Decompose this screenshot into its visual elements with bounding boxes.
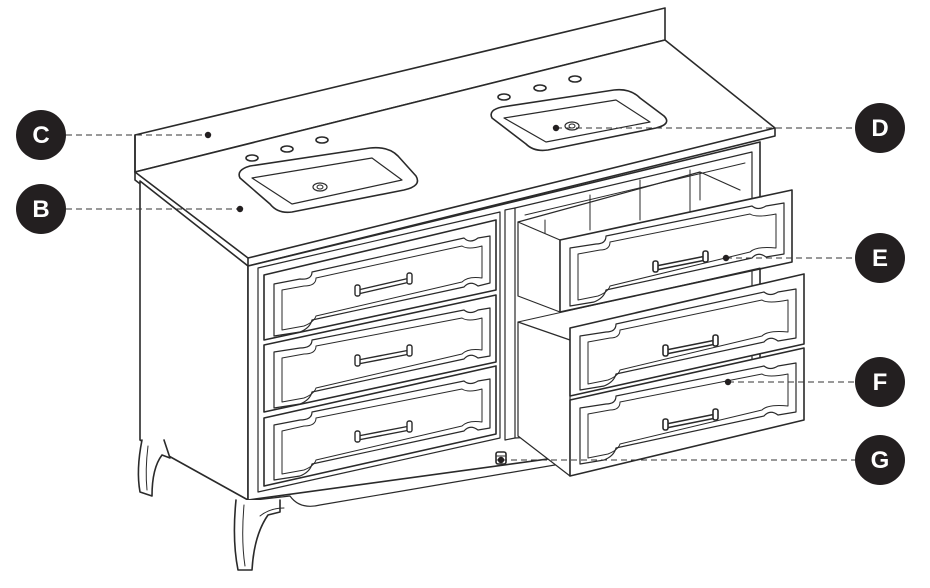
- callout-label-c: C: [32, 122, 49, 149]
- left-handles: [354, 272, 413, 443]
- leader-dots: [204, 124, 732, 464]
- callout-badge-f: F: [855, 357, 905, 407]
- callout-label-f: F: [873, 369, 888, 396]
- sink-left: [238, 136, 419, 214]
- callout-label-d: D: [871, 115, 888, 142]
- legs: [137, 439, 285, 571]
- callout-badge-g: G: [855, 435, 905, 485]
- sink-right: [490, 75, 668, 152]
- callout-badge-b: B: [16, 184, 66, 234]
- callout-label-g: G: [871, 447, 890, 474]
- drawer-open-lower: [517, 267, 805, 477]
- callout-badge-e: E: [855, 233, 905, 283]
- callout-badge-c: C: [16, 110, 66, 160]
- left-drawer-stack: [263, 219, 497, 487]
- drawer-open-upper: [517, 171, 793, 313]
- callout-label-e: E: [872, 245, 888, 272]
- leader-lines: [66, 127, 856, 461]
- callout-badge-d: D: [855, 103, 905, 153]
- callout-label-b: B: [32, 196, 49, 223]
